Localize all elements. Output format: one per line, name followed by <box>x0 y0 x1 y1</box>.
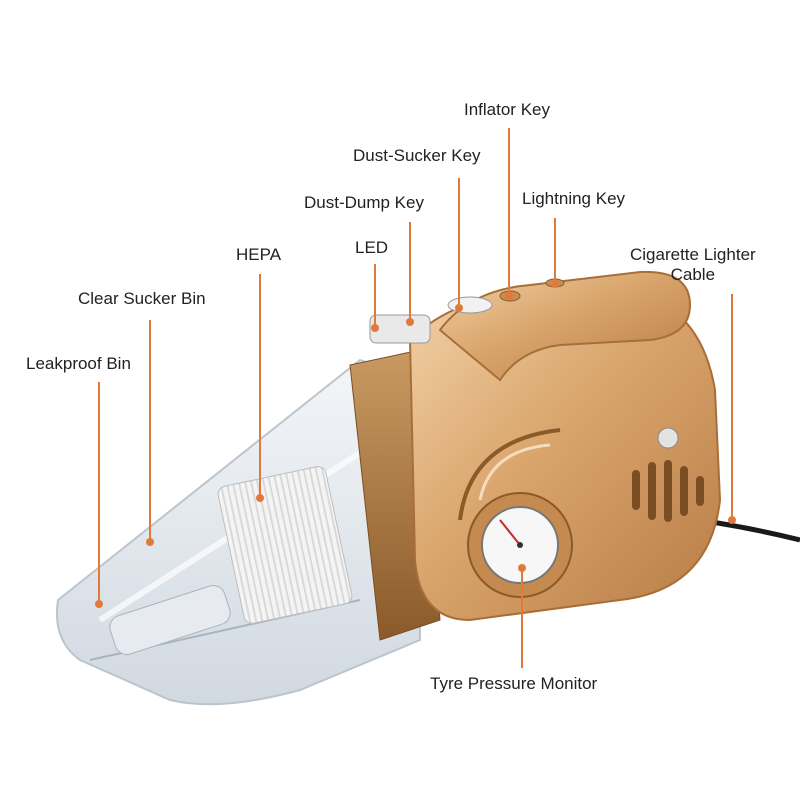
leader-leakproof-bin <box>98 382 100 604</box>
pressure-gauge <box>467 492 573 598</box>
label-cigarette-lighter-cable: Cigarette Lighter Cable <box>630 245 756 284</box>
label-tyre-pressure-monitor: Tyre Pressure Monitor <box>430 674 598 693</box>
leader-clear-sucker-bin <box>149 320 151 542</box>
leader-dot-cigarette-lighter-cable <box>728 516 736 524</box>
leader-dot-clear-sucker-bin <box>146 538 154 546</box>
label-inflator-key: Inflator Key <box>464 100 550 119</box>
label-dust-dump-key: Dust-Dump Key <box>304 193 424 212</box>
label-lightning-key: Lightning Key <box>522 189 626 208</box>
leader-dot-dust-sucker-key <box>455 304 463 312</box>
leader-dot-lightning-key <box>551 280 559 288</box>
leader-dust-sucker-key <box>458 178 460 308</box>
leader-dot-led <box>371 324 379 332</box>
label-leakproof-bin: Leakproof Bin <box>26 354 131 373</box>
led-lamp <box>369 314 431 344</box>
leader-dot-tyre-pressure-monitor <box>518 564 526 572</box>
hepa-filter <box>217 466 353 624</box>
leader-dot-inflator-key <box>505 292 513 300</box>
leader-hepa <box>259 274 261 498</box>
vent-grille <box>632 460 704 522</box>
label-dust-sucker-key: Dust-Sucker Key <box>353 146 481 165</box>
leader-led <box>374 264 376 328</box>
leader-lightning-key <box>554 218 556 284</box>
label-led: LED <box>355 238 389 257</box>
leader-tyre-pressure-monitor <box>521 568 523 668</box>
leader-dust-dump-key <box>409 222 411 322</box>
label-clear-sucker-bin: Clear Sucker Bin <box>78 289 206 308</box>
leader-inflator-key <box>508 128 510 296</box>
leader-dot-leakproof-bin <box>95 600 103 608</box>
leader-cigarette-lighter-cable <box>731 294 733 520</box>
leader-dot-hepa <box>256 494 264 502</box>
leader-dot-dust-dump-key <box>406 318 414 326</box>
label-hepa: HEPA <box>236 245 282 264</box>
